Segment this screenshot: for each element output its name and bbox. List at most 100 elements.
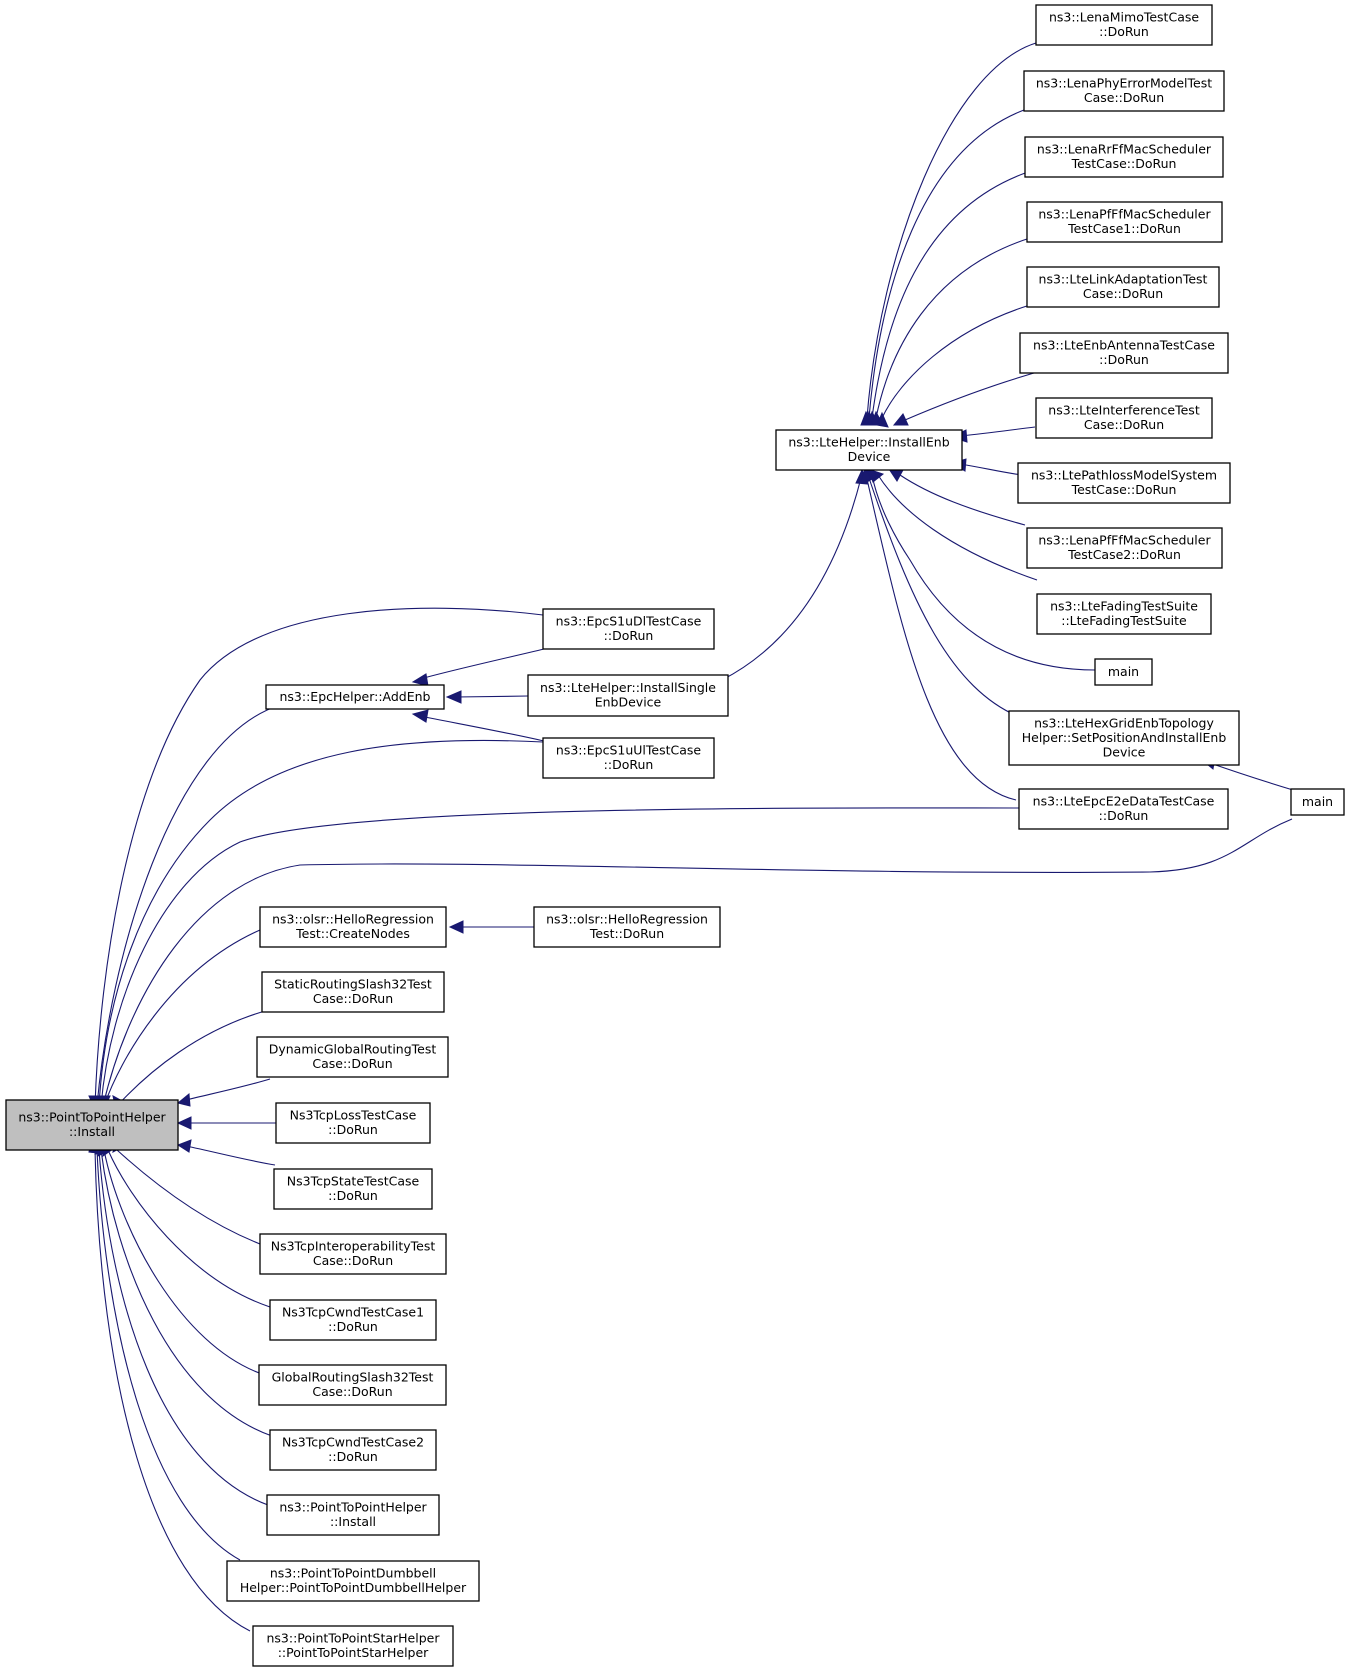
node-box[interactable]	[542, 737, 715, 779]
node-main2[interactable]: main	[1290, 788, 1345, 816]
node-box[interactable]	[1035, 397, 1213, 439]
node-label-line: ns3::olsr::HelloRegression	[546, 912, 708, 927]
node-box[interactable]	[1017, 462, 1231, 504]
node-tcp-cwnd1[interactable]: Ns3TcpCwndTestCase1::DoRun	[269, 1299, 437, 1341]
node-tcp-cwnd2[interactable]: Ns3TcpCwndTestCase2::DoRun	[269, 1429, 437, 1471]
nodes: ns3::PointToPointHelper::Install ns3::Epc…	[5, 4, 1345, 1667]
edge-olsr-create-to-root	[103, 929, 261, 1107]
edge-tcp-interop-to-root	[116, 1149, 261, 1245]
node-lena-pf2[interactable]: ns3::LenaPfFfMacSchedulerTestCase2::DoRu…	[1026, 527, 1223, 569]
node-label-line: ns3::LenaPfFfMacScheduler	[1038, 207, 1211, 222]
node-box[interactable]	[259, 906, 447, 948]
node-box[interactable]	[259, 1233, 447, 1275]
node-box[interactable]	[1024, 136, 1224, 178]
node-label-line: ns3::PointToPointHelper	[279, 1500, 427, 1515]
node-label-line: ns3::LteInterferenceTest	[1048, 403, 1200, 418]
node-lena-mimo[interactable]: ns3::LenaMimoTestCase::DoRun	[1035, 4, 1213, 46]
edge-epc-s1u-ul-to-root	[98, 739, 544, 1107]
edge-dumbbell-to-root	[96, 1149, 241, 1561]
node-box[interactable]	[269, 1429, 437, 1471]
node-box[interactable]	[261, 971, 445, 1013]
node-box[interactable]	[265, 684, 445, 710]
node-star[interactable]: ns3::PointToPointStarHelper::PointToPoin…	[252, 1625, 454, 1667]
node-box[interactable]	[1023, 70, 1225, 112]
node-box[interactable]	[273, 1168, 433, 1210]
node-tcp-state[interactable]: Ns3TcpStateTestCase::DoRun	[273, 1168, 433, 1210]
edge-main2-to-root	[102, 818, 1293, 1107]
node-box[interactable]	[1019, 332, 1229, 374]
node-box[interactable]	[1026, 201, 1223, 243]
node-label-line: Helper::PointToPointDumbbellHelper	[240, 1580, 467, 1595]
node-p2p-install[interactable]: ns3::PointToPointHelper::Install	[5, 1099, 179, 1151]
node-label-line: ns3::LteHexGridEnbTopology	[1034, 715, 1214, 730]
node-box[interactable]	[275, 1102, 431, 1144]
node-label-line: Ns3TcpStateTestCase	[287, 1174, 420, 1189]
node-box[interactable]	[1290, 788, 1345, 816]
edge-install-single-to-addenb	[455, 695, 529, 698]
node-epc-s1u-ul[interactable]: ns3::EpcS1uUlTestCase::DoRun	[542, 737, 715, 779]
node-epc-s1u-dl[interactable]: ns3::EpcS1uDlTestCase::DoRun	[542, 608, 715, 650]
node-box[interactable]	[1008, 710, 1240, 766]
node-box[interactable]	[542, 608, 715, 650]
node-dumbbell[interactable]: ns3::PointToPointDumbbellHelper::PointTo…	[226, 1560, 480, 1602]
node-olsr-create[interactable]: ns3::olsr::HelloRegressionTest::CreateNo…	[259, 906, 447, 948]
node-lte-pathloss[interactable]: ns3::LtePathlossModelSystemTestCase::DoR…	[1017, 462, 1231, 504]
node-lte-enb-antenna[interactable]: ns3::LteEnbAntennaTestCase::DoRun	[1019, 332, 1229, 374]
node-box[interactable]	[252, 1625, 454, 1667]
node-label-line: main	[1302, 794, 1333, 809]
node-box[interactable]	[266, 1494, 440, 1536]
node-box[interactable]	[5, 1099, 179, 1151]
edge-lte-hexgrid-to-installenb	[867, 474, 1023, 719]
node-label-line: ns3::LenaPhyErrorModelTest	[1036, 76, 1212, 91]
node-box[interactable]	[258, 1364, 447, 1406]
edge-lena-pf1-to-installenb	[875, 237, 1031, 419]
node-label-line: Case::DoRun	[313, 1253, 393, 1268]
node-label-line: StaticRoutingSlash32Test	[274, 977, 432, 992]
node-tcp-loss[interactable]: Ns3TcpLossTestCase::DoRun	[275, 1102, 431, 1144]
node-box[interactable]	[256, 1036, 449, 1078]
node-label-line: ::DoRun	[604, 757, 654, 772]
node-label-line: Case::DoRun	[1084, 90, 1164, 105]
node-label-line: ns3::EpcS1uUlTestCase	[556, 743, 701, 758]
node-box[interactable]	[226, 1560, 480, 1602]
node-label-line: Test::CreateNodes	[295, 926, 410, 941]
node-p2p-install2[interactable]: ns3::PointToPointHelper::Install	[266, 1494, 440, 1536]
node-lena-pf1[interactable]: ns3::LenaPfFfMacSchedulerTestCase1::DoRu…	[1026, 201, 1223, 243]
edge-epc-s1u-dl-to-root	[94, 607, 544, 1107]
edge-main2-to-hexgrid	[1209, 762, 1294, 791]
node-box[interactable]	[1094, 658, 1153, 686]
edge-lena-rr-to-installenb	[871, 171, 1029, 419]
node-box[interactable]	[1035, 4, 1213, 46]
node-epc-addenb[interactable]: ns3::EpcHelper::AddEnb	[265, 684, 445, 710]
node-box[interactable]	[533, 906, 721, 948]
node-label-line: ::LteFadingTestSuite	[1061, 613, 1187, 628]
node-lte-epc-e2e[interactable]: ns3::LteEpcE2eDataTestCase::DoRun	[1018, 788, 1229, 830]
node-main1[interactable]: main	[1094, 658, 1153, 686]
node-label-line: ns3::LteHelper::InstallEnb	[788, 435, 949, 450]
node-box[interactable]	[269, 1299, 437, 1341]
node-box[interactable]	[527, 674, 729, 717]
node-box[interactable]	[1018, 788, 1229, 830]
node-box[interactable]	[1026, 527, 1223, 569]
node-box[interactable]	[775, 429, 963, 471]
node-label-line: Ns3TcpInteroperabilityTest	[271, 1239, 436, 1254]
node-box[interactable]	[1036, 593, 1212, 635]
node-label-line: Test::DoRun	[589, 926, 664, 941]
node-lte-fading[interactable]: ns3::LteFadingTestSuite::LteFadingTestSu…	[1036, 593, 1212, 635]
node-box[interactable]	[1026, 266, 1220, 308]
node-label-line: ns3::LteHelper::InstallSingle	[540, 680, 716, 695]
edge-epc-addenb-to-root	[96, 704, 281, 1107]
node-lte-hexgrid[interactable]: ns3::LteHexGridEnbTopologyHelper::SetPos…	[1008, 710, 1240, 766]
